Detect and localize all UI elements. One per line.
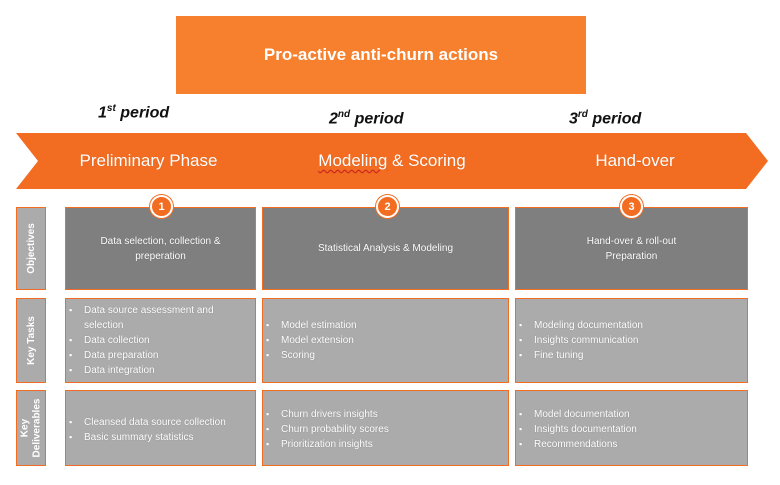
phase-label-2-part2: Scoring — [408, 151, 466, 170]
key-tasks-list-3: Modeling documentation Insights communic… — [516, 318, 643, 363]
key-tasks-cell-3: Modeling documentation Insights communic… — [515, 298, 748, 383]
objective-3-line2: Preparation — [605, 250, 658, 262]
row-label-key-deliverables-text: Key Deliverables — [19, 399, 43, 458]
objective-text-2: Statistical Analysis & Modeling — [318, 241, 453, 256]
key-tasks-cell-1: Data source assessment and selection Dat… — [65, 298, 256, 383]
objective-cell-2: Statistical Analysis & Modeling — [262, 207, 509, 290]
list-item: Cleansed data source collection — [69, 415, 226, 430]
phase-label-2: Modeling & Scoring — [318, 151, 465, 171]
period-1-label: 1st period — [98, 103, 169, 122]
objective-1-line2: preperation — [135, 250, 186, 262]
list-item: Basic summary statistics — [69, 430, 226, 445]
key-tasks-list-1: Data source assessment and selection Dat… — [66, 303, 255, 378]
row-label-key-tasks: Key Tasks — [16, 298, 46, 383]
objective-cell-1: Data selection, collection & preperation — [65, 207, 256, 290]
period-2-number: 2 — [329, 110, 338, 128]
key-deliverables-list-1: Cleansed data source collection Basic su… — [66, 415, 226, 445]
list-item: Model documentation — [519, 407, 637, 422]
list-item: Recommendations — [519, 437, 637, 452]
list-item: Insights communication — [519, 333, 643, 348]
phase-chevron-2: Modeling & Scoring — [258, 133, 526, 189]
list-item: Data source assessment and selection — [69, 303, 255, 333]
list-item: Model extension — [266, 333, 357, 348]
list-item: Prioritization insights — [266, 437, 389, 452]
period-3-suffix: rd — [577, 109, 588, 120]
list-item: Churn probability scores — [266, 422, 389, 437]
period-3-number: 3 — [569, 110, 578, 128]
objective-text-3: Hand-over & roll-out Preparation — [587, 234, 676, 264]
title-box: Pro-active anti-churn actions — [176, 16, 586, 94]
row-label-key-deliverables: Key Deliverables — [16, 390, 46, 466]
objective-cell-3: Hand-over & roll-out Preparation — [515, 207, 748, 290]
step-number-2: 2 — [376, 195, 399, 218]
period-2-word: period — [354, 110, 404, 128]
period-3-word: period — [592, 110, 642, 128]
list-item: Fine tuning — [519, 348, 643, 363]
list-item: Data collection — [69, 333, 255, 348]
diagram-title: Pro-active anti-churn actions — [263, 45, 499, 64]
row-label-key-deliverables-line1: Key — [19, 418, 30, 438]
key-tasks-cell-2: Model estimation Model extension Scoring — [262, 298, 509, 383]
phase-label-2-amp: & — [387, 151, 409, 170]
period-3-label: 3rd period — [569, 109, 641, 128]
list-item: Data integration — [69, 363, 255, 378]
list-item: Churn drivers insights — [266, 407, 389, 422]
period-1-word: period — [120, 104, 170, 122]
objective-2-line1: Statistical Analysis & Modeling — [317, 243, 454, 254]
row-label-key-tasks-text: Key Tasks — [25, 316, 37, 365]
phase-label-3: Hand-over — [595, 151, 675, 170]
key-deliverables-cell-1: Cleansed data source collection Basic su… — [65, 390, 256, 466]
objective-1-line1: Data selection, collection & — [100, 235, 221, 247]
key-deliverables-list-2: Churn drivers insights Churn probability… — [263, 407, 389, 452]
key-tasks-list-2: Model estimation Model extension Scoring — [263, 318, 357, 363]
step-number-3: 3 — [620, 195, 643, 218]
phase-label-1: Preliminary Phase — [79, 151, 218, 170]
period-1-number: 1 — [98, 104, 107, 122]
key-deliverables-list-3: Model documentation Insights documentati… — [516, 407, 637, 452]
row-label-objectives-text: Objectives — [25, 223, 37, 274]
phase-chevron-1: Preliminary Phase — [16, 133, 281, 189]
objective-3-line1: Hand-over & roll-out — [586, 235, 677, 247]
phase-chevron-3: Hand-over — [502, 133, 768, 189]
objective-text-1: Data selection, collection & preperation — [100, 234, 220, 264]
list-item: Data preparation — [69, 348, 255, 363]
list-item: Insights documentation — [519, 422, 637, 437]
row-label-objectives: Objectives — [16, 207, 46, 290]
list-item: Scoring — [266, 348, 357, 363]
period-1-suffix: st — [106, 103, 116, 114]
period-2-suffix: nd — [337, 109, 351, 120]
phase-label-2-part1: Modeling — [318, 151, 388, 170]
key-deliverables-cell-2: Churn drivers insights Churn probability… — [262, 390, 509, 466]
list-item: Modeling documentation — [519, 318, 643, 333]
key-deliverables-cell-3: Model documentation Insights documentati… — [515, 390, 748, 466]
step-number-1: 1 — [150, 195, 173, 218]
list-item: Model estimation — [266, 318, 357, 333]
period-2-label: 2nd period — [329, 109, 403, 128]
row-label-key-deliverables-line2: Deliverables — [31, 398, 42, 458]
